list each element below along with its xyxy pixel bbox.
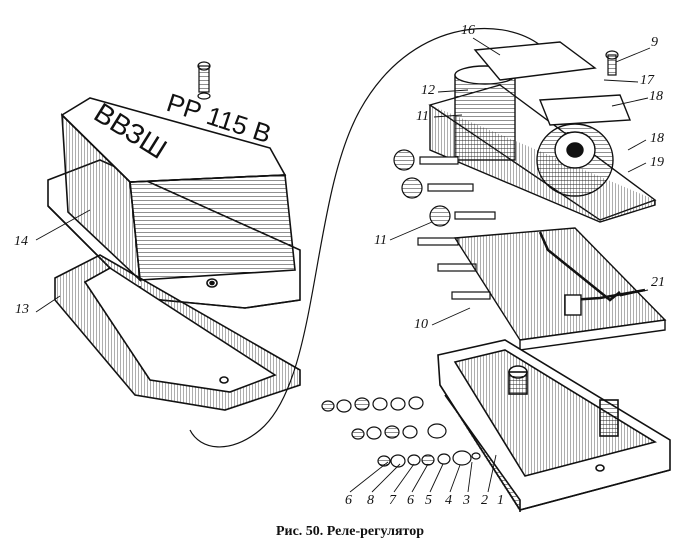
callout-11: 11: [374, 233, 387, 248]
housing: [437, 339, 671, 512]
relay-screw: [605, 50, 619, 76]
callout-8: 8: [367, 493, 374, 508]
callout-21: 21: [651, 275, 665, 290]
callout-6a: 6: [345, 493, 352, 508]
callout-7: 7: [389, 493, 396, 508]
callout-14: 13: [15, 302, 29, 317]
callout-16: 16: [461, 23, 475, 38]
callout-10: 10: [414, 317, 428, 332]
callout-19: 18: [650, 131, 664, 146]
caption-prefix: Рис. 50.: [275, 524, 324, 539]
callout-4: 4: [445, 493, 452, 508]
cover-screw: [197, 61, 211, 100]
callout-20: 19: [650, 155, 664, 170]
figure-caption: Рис. 50. Реле-регулятор: [0, 524, 700, 540]
callout-13: 12: [421, 83, 435, 98]
relay-assembly: [428, 41, 657, 223]
callout-18: 18: [649, 89, 663, 104]
callout-17: 17: [640, 73, 654, 88]
callout-9: 9: [651, 35, 658, 50]
cover: [47, 97, 301, 309]
base-plate: [453, 227, 667, 351]
callout-15: 14: [14, 234, 28, 249]
gasket: [54, 254, 301, 411]
callout-6b: 6: [407, 493, 414, 508]
leader-lines: [35, 37, 651, 493]
callout-5: 5: [425, 493, 432, 508]
caption-title: Реле-регулятор: [326, 524, 425, 539]
callout-3: 3: [463, 493, 470, 508]
terminal-studs: [393, 149, 496, 300]
callout-2: 2: [481, 493, 488, 508]
assembly-guide-line: [189, 28, 541, 448]
fastener-set: [321, 396, 481, 468]
callout-1: 1: [497, 493, 504, 508]
callout-12: 11: [416, 109, 429, 124]
